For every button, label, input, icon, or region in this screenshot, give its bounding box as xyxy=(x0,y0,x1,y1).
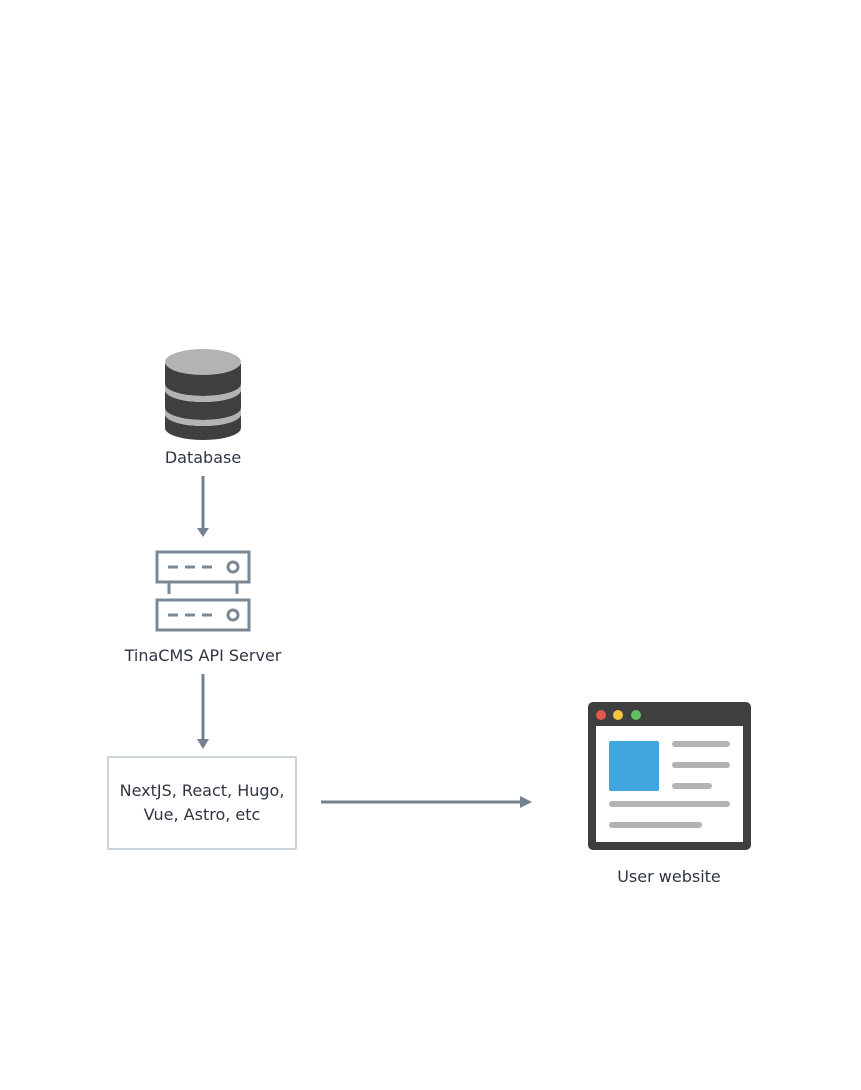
image-placeholder-icon xyxy=(609,741,659,791)
minimize-dot-icon xyxy=(613,710,623,720)
arrow-database-to-server xyxy=(197,476,209,537)
database-icon xyxy=(165,349,241,440)
frameworks-box: NextJS, React, Hugo, Vue, Astro, etc xyxy=(107,756,297,850)
arrow-frameworks-to-website xyxy=(321,796,532,808)
browser-window-icon xyxy=(588,702,751,850)
server-icon xyxy=(155,550,251,632)
api-server-label: TinaCMS API Server xyxy=(124,646,282,665)
arrow-server-to-frameworks xyxy=(197,674,209,749)
frameworks-line-1: NextJS, React, Hugo, xyxy=(119,781,285,800)
database-label: Database xyxy=(164,448,242,467)
user-website-label: User website xyxy=(617,867,721,886)
maximize-dot-icon xyxy=(631,710,641,720)
frameworks-line-2: Vue, Astro, etc xyxy=(143,805,261,824)
close-dot-icon xyxy=(596,710,606,720)
